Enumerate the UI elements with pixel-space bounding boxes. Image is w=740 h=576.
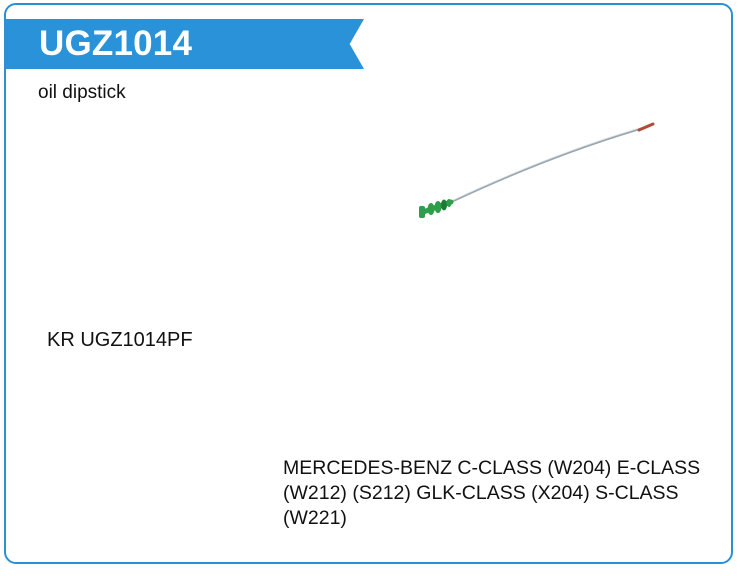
reference-number: KR UGZ1014PF xyxy=(47,329,193,351)
dipstick-tip xyxy=(637,122,655,132)
product-code: UGZ1014 xyxy=(39,24,193,63)
oil-dipstick-image xyxy=(419,122,655,218)
product-description: oil dipstick xyxy=(38,82,126,103)
vehicle-applications: MERCEDES-BENZ C-CLASS (W204) E-CLASS (W2… xyxy=(283,457,701,529)
code-banner xyxy=(6,19,364,69)
dipstick-rod xyxy=(449,126,645,204)
product-card: UGZ1014 oil dipstick KR UGZ1014PF MERCED… xyxy=(4,3,733,564)
dipstick-handle xyxy=(419,199,454,218)
